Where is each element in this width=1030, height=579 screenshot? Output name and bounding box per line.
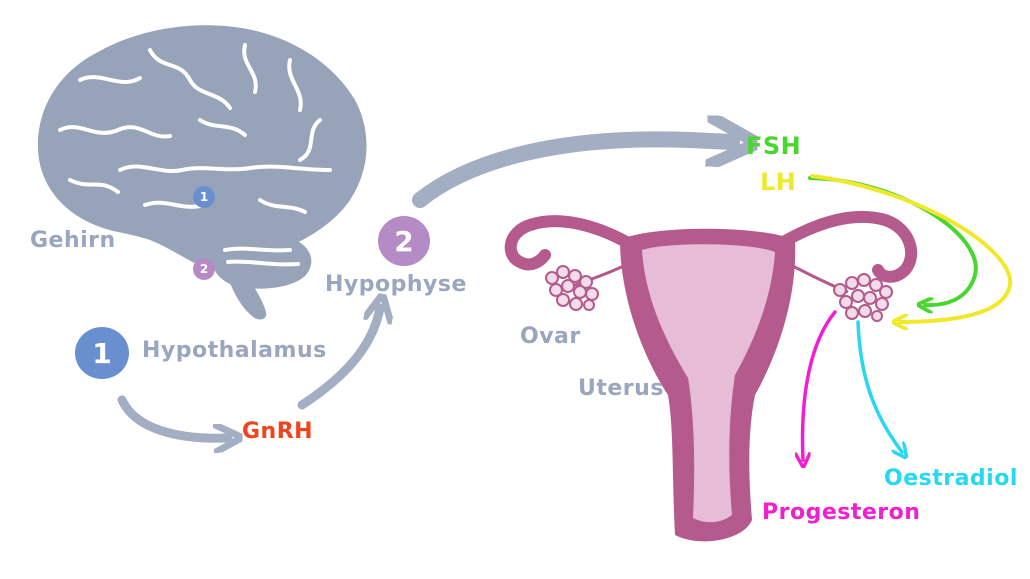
gnrh-to-hypophyse-arrow [297, 308, 380, 410]
hypothalamus-badge: 1 [75, 327, 129, 379]
label-hypothalamus: Hypothalamus [142, 338, 327, 363]
brain-marker-2: 2 [193, 258, 215, 280]
uterus-cavity [642, 244, 775, 523]
label-uterus: Uterus [578, 376, 664, 401]
oestradiol-arrow [856, 320, 902, 452]
label-gehirn: Gehirn [30, 228, 116, 253]
label-ovar: Ovar [520, 324, 581, 349]
label-gnrh: GnRH [242, 419, 314, 444]
label-fsh: FSH [746, 132, 802, 160]
brain-illustration [37, 25, 367, 320]
right-ovary [833, 273, 893, 322]
hypophyse-to-fsh-arrow [412, 139, 732, 208]
left-ovary [545, 265, 599, 311]
right-fallopian-tube [764, 210, 918, 283]
label-progesteron: Progesteron [762, 500, 921, 525]
left-fallopian-tube [504, 215, 646, 271]
brainstem-shape [226, 270, 267, 320]
label-lh: LH [760, 168, 797, 196]
label-hypophyse: Hypophyse [325, 272, 467, 297]
brain-marker-1: 1 [193, 186, 215, 208]
progesteron-arrow [803, 310, 837, 460]
lh-arrow [810, 174, 1013, 322]
hypophyse-badge: 2 [378, 216, 430, 266]
hypothalamus-to-gnrh-arrow [117, 395, 228, 438]
uterus-illustration [504, 210, 918, 542]
label-oestradiol: Oestradiol [884, 466, 1018, 491]
